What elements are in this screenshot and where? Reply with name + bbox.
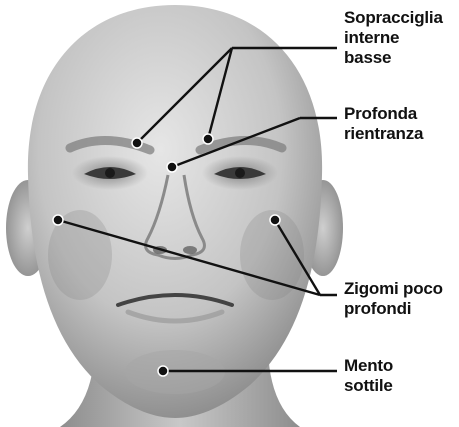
marker-dot-indent [167, 162, 177, 172]
label-chin-line2: sottile [344, 376, 393, 396]
marker-dot-cheek-right [270, 215, 280, 225]
label-cheekbones-line1: Zigomi poco [344, 279, 443, 299]
label-indent: Profonda rientranza [344, 104, 423, 144]
label-chin-line1: Mento [344, 356, 393, 376]
label-indent-line1: Profonda [344, 104, 423, 124]
marker-dot-eyebrow-right [203, 134, 213, 144]
label-indent-line2: rientranza [344, 124, 423, 144]
label-cheekbones: Zigomi poco profondi [344, 279, 443, 319]
marker-dot-chin [158, 366, 168, 376]
label-eyebrows-line1: Sopracciglia [344, 8, 443, 28]
label-eyebrows-line3: basse [344, 48, 443, 68]
label-cheekbones-line2: profondi [344, 299, 443, 319]
label-eyebrows-line2: interne [344, 28, 443, 48]
label-eyebrows: Sopracciglia interne basse [344, 8, 443, 68]
label-chin: Mento sottile [344, 356, 393, 396]
marker-dot-cheek-left [53, 215, 63, 225]
marker-dot-eyebrow-left [132, 138, 142, 148]
